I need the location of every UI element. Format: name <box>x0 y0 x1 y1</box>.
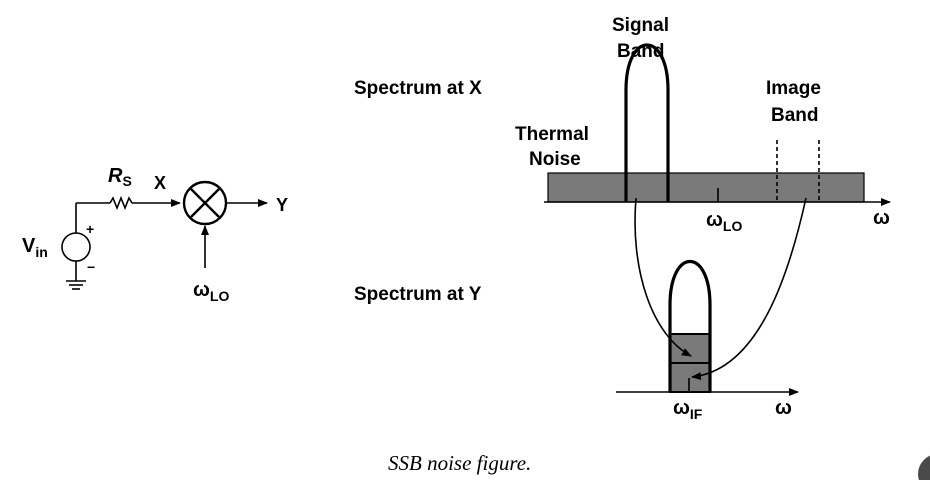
spectrum-y: Spectrum at Y ωIF ω <box>354 260 799 422</box>
vin-label: Vin <box>22 235 48 260</box>
spectrum-y-title: Spectrum at Y <box>354 284 482 305</box>
spectrum-x-axis-label: ω <box>873 207 890 229</box>
node-y-label: Y <box>276 195 288 215</box>
signal-band-label-2: Band <box>617 41 665 62</box>
spectrum-x: Spectrum at X Signal Band Image Band The… <box>354 15 891 234</box>
figure-caption: SSB noise figure. <box>388 451 531 475</box>
image-band-label-1: Image <box>766 78 821 99</box>
lo-frequency-label: ωLO <box>706 209 742 234</box>
thermal-noise-label-1: Thermal <box>515 124 589 145</box>
signal-band-shape <box>624 43 670 202</box>
if-frequency-label: ωIF <box>673 397 703 422</box>
node-x-label: X <box>154 173 166 193</box>
rs-label: RS <box>108 165 132 189</box>
signal-noise-translation-arrow <box>634 197 692 357</box>
ground-symbol <box>66 261 86 290</box>
circuit: Vin + − RS X Y ωLO <box>22 165 288 304</box>
source-plus: + <box>86 221 94 237</box>
thermal-noise-label-2: Noise <box>529 149 581 170</box>
lower-noise-block <box>669 362 711 393</box>
resistor-rs <box>109 195 133 211</box>
voltage-source <box>61 232 91 262</box>
spectrum-x-title: Spectrum at X <box>354 78 482 99</box>
source-minus: − <box>87 259 95 275</box>
lo-label: ωLO <box>193 279 229 304</box>
thermal-noise-band <box>547 172 865 203</box>
if-signal-shape <box>668 260 712 392</box>
image-band-label-2: Band <box>771 105 819 126</box>
signal-band-label-1: Signal <box>612 15 669 36</box>
image-noise-translation-arrow <box>691 197 807 381</box>
spectrum-y-axis-label: ω <box>775 397 792 419</box>
upper-noise-block <box>669 333 711 364</box>
